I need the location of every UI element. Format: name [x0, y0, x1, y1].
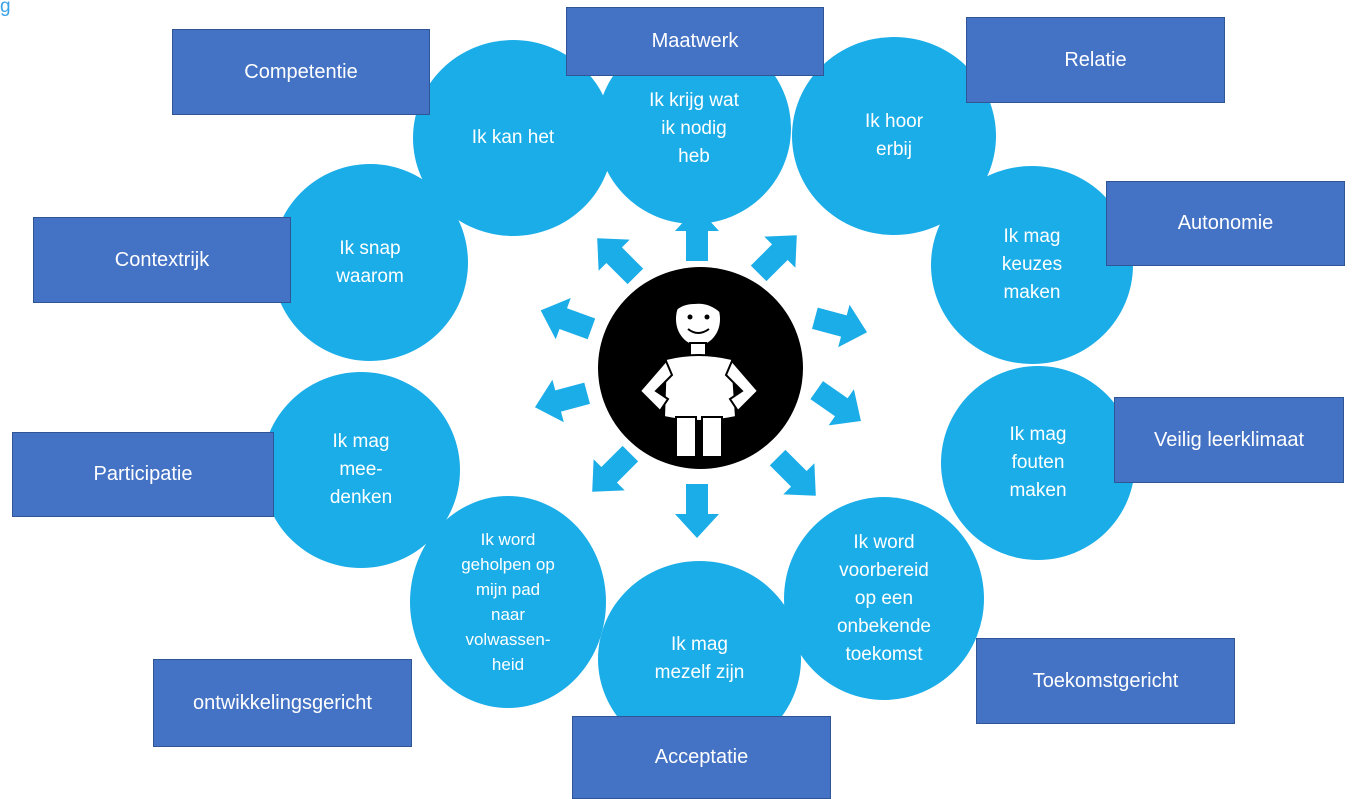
center-figure: [598, 267, 803, 469]
box-maatwerk: Maatwerk: [566, 7, 824, 76]
person-hands-on-hips-icon: [638, 285, 760, 458]
box-contextrijk: Contextrijk: [33, 217, 291, 303]
box-veilig-leerklimaat: Veilig leerklimaat: [1114, 397, 1344, 483]
box-relatie: Relatie: [966, 17, 1225, 103]
arrow-right-down-icon: [804, 372, 874, 440]
arrow-right-icon: [809, 297, 873, 354]
box-autonomie: Autonomie: [1106, 181, 1345, 266]
circle-contextrijk: Ik snap waarom: [272, 164, 468, 361]
circle-toekomstgericht: Ik word voorbereid op een onbekende toek…: [784, 497, 984, 700]
box-competentie: Competentie: [172, 29, 430, 115]
box-toekomstgericht: Toekomstgericht: [976, 638, 1235, 724]
arrow-left-icon: [533, 289, 599, 350]
circle-participatie: Ik mag mee- denken: [262, 372, 460, 568]
arrow-down-icon: [675, 484, 719, 538]
circle-veilig-leerklimaat: Ik mag fouten maken: [941, 366, 1135, 560]
box-acceptatie: Acceptatie: [572, 716, 831, 799]
circle-ontwikkelingsgericht: Ik word geholpen op mijn pad naar volwas…: [410, 496, 606, 708]
header-cropped-text: g: [0, 0, 11, 16]
arrow-left-down-icon: [529, 372, 593, 429]
box-participatie: Participatie: [12, 432, 274, 517]
circle-autonomie: Ik mag keuzes maken: [931, 166, 1133, 364]
box-ontwikkelingsgericht: ontwikkelingsgericht: [153, 659, 412, 747]
